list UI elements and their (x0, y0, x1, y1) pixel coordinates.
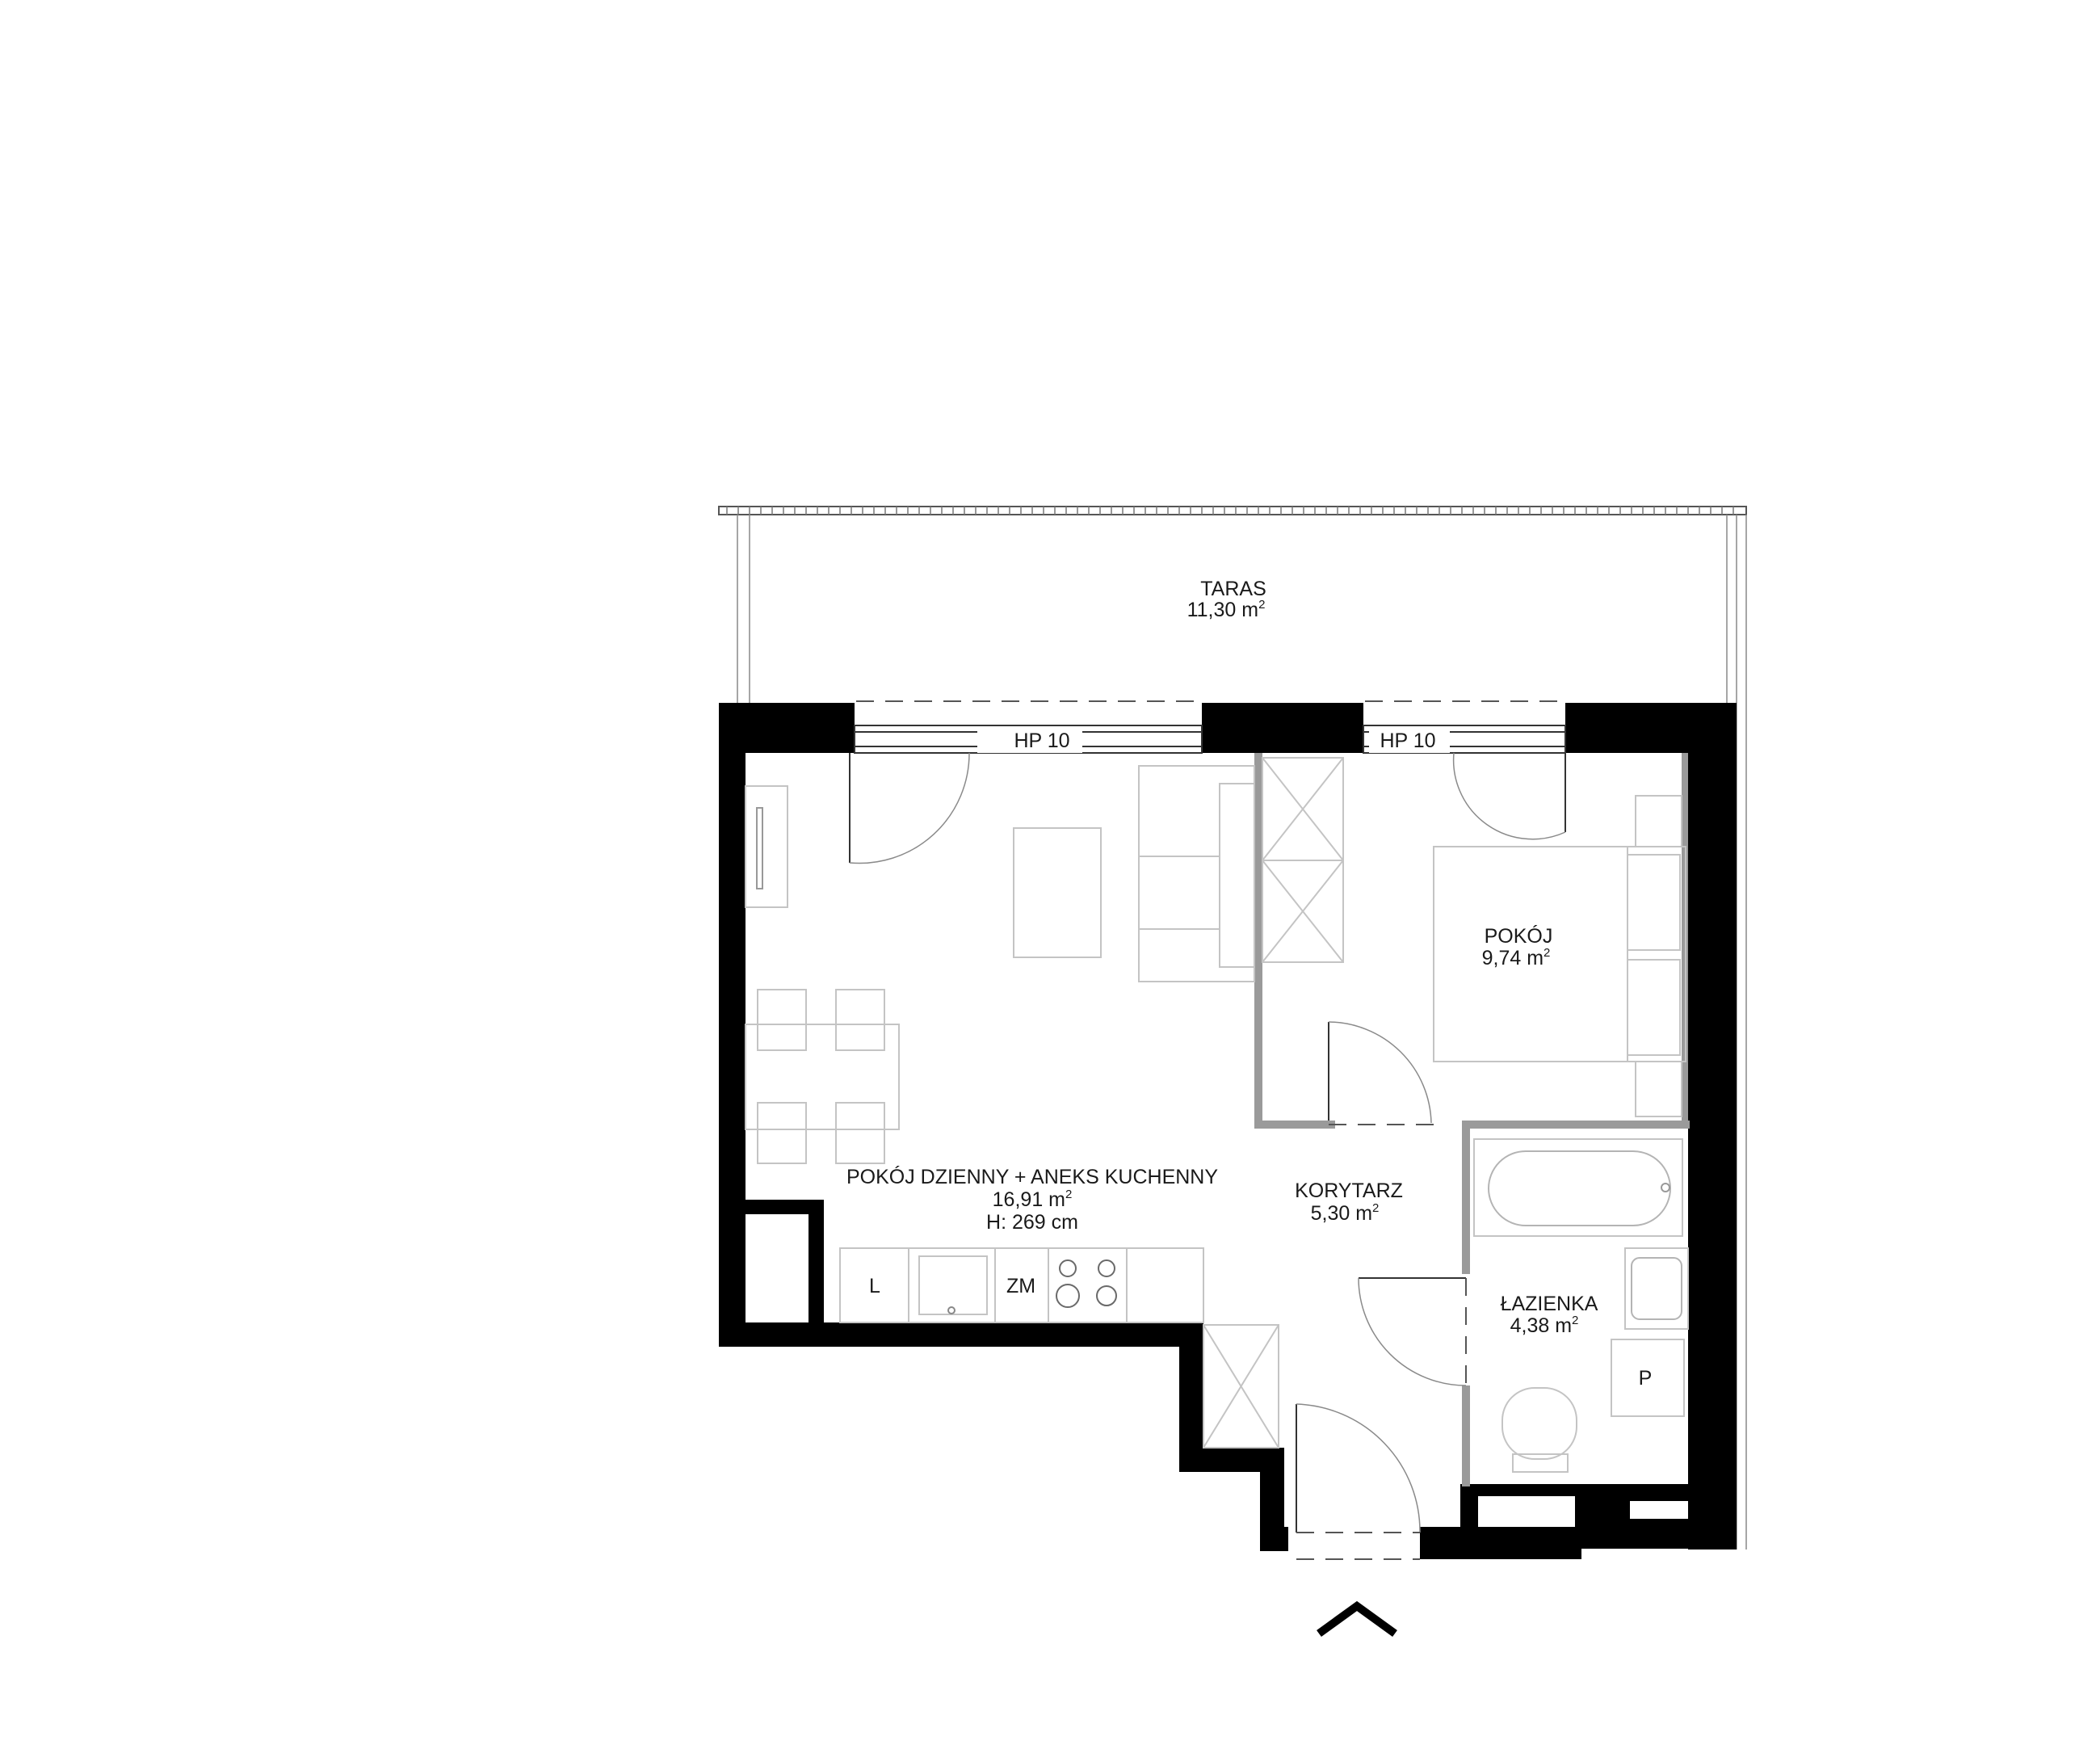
window-right-tag: HP 10 (1380, 730, 1435, 752)
bed-headboard (1627, 846, 1686, 1062)
partition-bath-left (1462, 1129, 1470, 1274)
nightstand-2 (1635, 1061, 1682, 1117)
kitchen-tap (947, 1306, 956, 1314)
living-furniture (745, 757, 1344, 1164)
coffee-table (1013, 827, 1102, 958)
wall-bath-bottom-inner (1478, 1496, 1575, 1527)
pillow-2 (1627, 959, 1681, 1056)
bathtub-inner (1488, 1150, 1671, 1226)
hob-burner-1 (1059, 1259, 1077, 1277)
wall-bottom-right-notch (1630, 1501, 1688, 1519)
wardrobe-tall-x2 (1262, 757, 1344, 861)
bathtub (1473, 1138, 1683, 1237)
wall-step-2 (1179, 1448, 1270, 1472)
kitchen-counter (839, 1247, 1204, 1323)
utility-shaft-inner (746, 1214, 808, 1322)
partition-bath-top (1462, 1121, 1690, 1129)
bathtub-drain (1661, 1183, 1670, 1192)
bath-door-swing (1358, 1277, 1467, 1386)
washer-label: P (1639, 1367, 1653, 1390)
korytarz-area-sup: 2 (1372, 1201, 1379, 1215)
tv-cabinet (745, 785, 788, 908)
bedroom-furniture (1433, 795, 1686, 1117)
taras-name: TARAS (1200, 578, 1266, 600)
partition-living-bedroom (1254, 753, 1262, 1129)
room-labels: TARAS 11,30 m2 POKÓJ DZIENNY + ANEKS KUC… (846, 578, 1598, 1337)
doors (849, 752, 1566, 1560)
taras-area-sup: 2 (1258, 598, 1265, 612)
wall-entry-right (1420, 1527, 1581, 1559)
balcony-door-left-swing (849, 752, 970, 864)
toilet-tank (1512, 1453, 1569, 1473)
korytarz-name: KORYTARZ (1295, 1179, 1403, 1202)
hob-burner-2 (1098, 1259, 1115, 1277)
taras-area: 11,30 m2 (1187, 598, 1266, 621)
living-area: 16,91 m2 (993, 1188, 1073, 1211)
tv (756, 807, 763, 889)
terrace-railing-top (718, 506, 1747, 515)
washer (1611, 1339, 1685, 1417)
entrance-chevron-icon (1317, 1600, 1397, 1638)
partition-corridor-top (1254, 1121, 1335, 1129)
dishwasher-label: ZM (1006, 1275, 1035, 1297)
bedroom-door-swing (1328, 1021, 1432, 1124)
bathroom-furniture: P (1473, 1138, 1689, 1473)
bed (1433, 846, 1686, 1062)
hall-wardrobe-x2 (1203, 1324, 1279, 1449)
living-name: POKÓJ DZIENNY + ANEKS KUCHENNY (846, 1165, 1218, 1188)
wardrobe-tall-x4 (1262, 860, 1344, 963)
partition-bath-left-low (1462, 1385, 1470, 1486)
pillow-1 (1627, 854, 1681, 951)
hall-wardrobe (1203, 1324, 1279, 1449)
chair-2 (835, 989, 885, 1051)
toilet-bowl (1502, 1387, 1577, 1460)
pokoj-area-sup: 2 (1544, 946, 1550, 960)
dining-table (745, 1024, 900, 1130)
washbasin-bowl (1631, 1257, 1682, 1320)
lazienka-name: ŁAZIENKA (1501, 1293, 1598, 1315)
wall-step-1 (1179, 1322, 1203, 1472)
sofa-back (1219, 783, 1255, 968)
korytarz-area: 5,30 m2 (1311, 1201, 1380, 1225)
nightstand-1 (1635, 795, 1682, 847)
hob-burner-4 (1096, 1285, 1117, 1306)
balcony-door-right-swing (1452, 752, 1566, 840)
wall-right-dark (1711, 703, 1737, 1549)
sofa (1138, 765, 1255, 982)
wall-top-mid (1202, 703, 1363, 753)
chair-1 (757, 989, 807, 1051)
kitchen-sink (918, 1255, 988, 1315)
wall-step-4 (1260, 1527, 1288, 1551)
windows: HP 10 HP 10 (854, 725, 1566, 754)
chair-3 (757, 1102, 807, 1164)
living-area-sup: 2 (1065, 1188, 1072, 1201)
lazienka-area-sup: 2 (1572, 1314, 1578, 1327)
terrace-railing-ticks (726, 507, 1734, 515)
pokoj-area: 9,74 m2 (1482, 946, 1551, 969)
lazienka-area: 4,38 m2 (1510, 1314, 1579, 1337)
washbasin (1624, 1247, 1689, 1330)
window-left-tag: HP 10 (1014, 730, 1069, 752)
window-left-tag-bg (977, 727, 1082, 753)
fridge-label: L (869, 1275, 880, 1297)
terrace (718, 506, 1747, 1549)
pokoj-name: POKÓJ (1485, 924, 1553, 948)
entry-door-swing (1296, 1403, 1421, 1533)
hob-burner-3 (1056, 1284, 1080, 1308)
walls (719, 703, 1737, 1559)
living-height: H: 269 cm (986, 1211, 1078, 1234)
chair-4 (835, 1102, 885, 1164)
kitchen: L ZM (839, 1247, 1279, 1449)
window-right-tag-bg (1369, 727, 1450, 753)
